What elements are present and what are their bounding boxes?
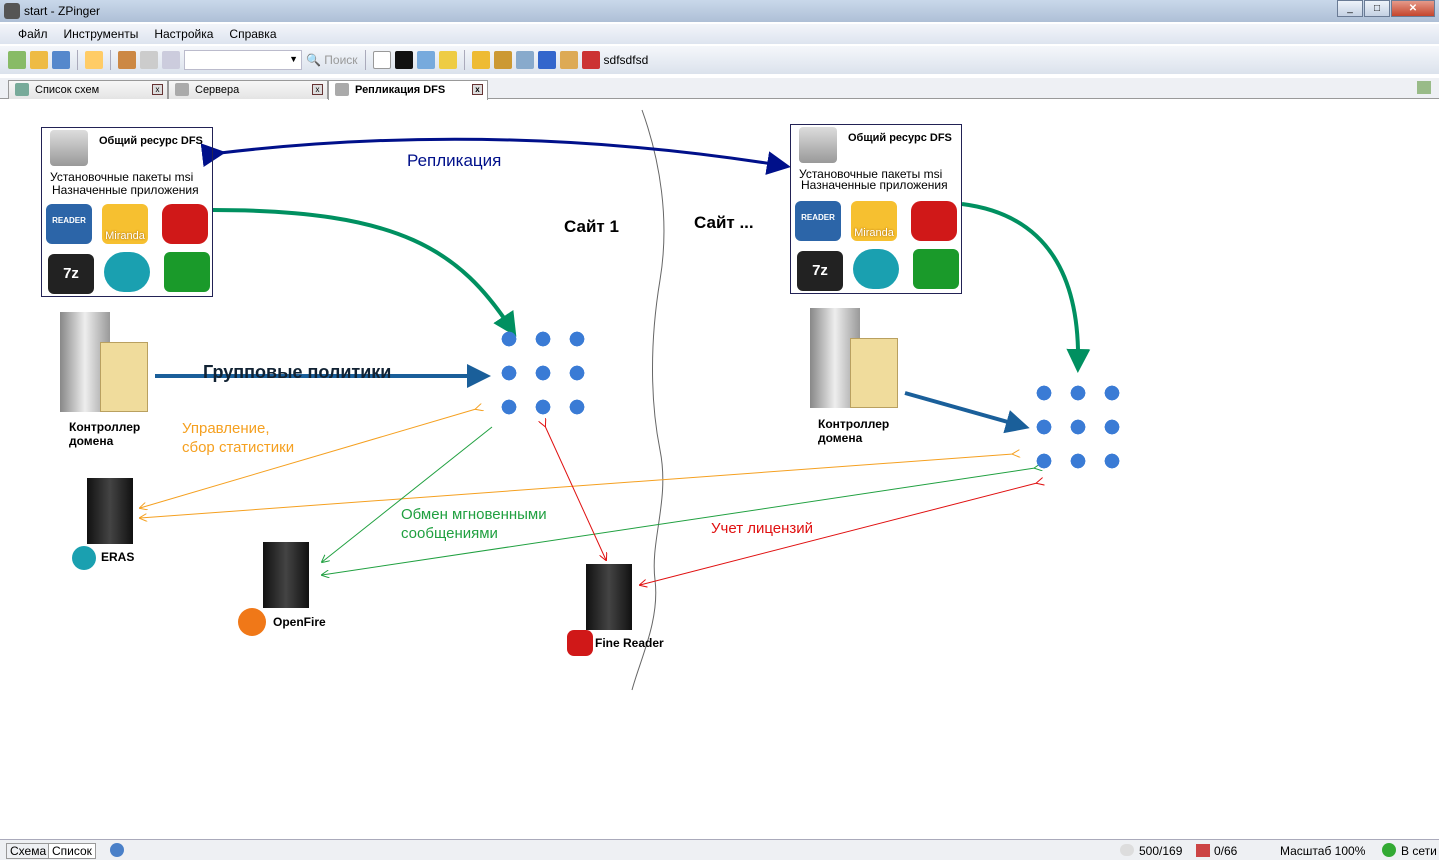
close-button[interactable]: ✕ bbox=[1391, 0, 1435, 17]
info-icon[interactable] bbox=[110, 843, 124, 857]
title-bar: start - ZPinger _ □ ✕ bbox=[0, 0, 1439, 22]
folder-icon bbox=[100, 342, 148, 412]
foxit-reader-icon: READER bbox=[795, 201, 841, 241]
open-icon[interactable] bbox=[30, 51, 48, 69]
save-icon[interactable] bbox=[52, 51, 70, 69]
report-icon[interactable] bbox=[559, 51, 578, 69]
panel-icon[interactable] bbox=[471, 51, 490, 69]
network-icon[interactable] bbox=[162, 51, 180, 69]
dfs-share-box-1[interactable]: Общий ресурс DFS Установочные пакеты msi… bbox=[41, 127, 213, 297]
document-icon[interactable] bbox=[372, 51, 391, 69]
eye-icon bbox=[913, 249, 959, 289]
eset-icon bbox=[104, 252, 150, 292]
finereader-server[interactable] bbox=[586, 564, 632, 630]
deploy-arrow-1 bbox=[212, 208, 517, 337]
new-scheme-icon[interactable] bbox=[8, 51, 26, 69]
extra-label[interactable]: sdfsdfsd bbox=[603, 53, 649, 67]
find-icon[interactable] bbox=[416, 51, 435, 69]
deploy-arrow-2 bbox=[961, 202, 1091, 373]
online-icon bbox=[1382, 843, 1396, 857]
share-icon bbox=[50, 130, 88, 166]
replication-arrow bbox=[200, 137, 791, 175]
eras-server[interactable] bbox=[87, 478, 133, 544]
foxit-reader-icon: READER bbox=[46, 204, 92, 244]
workstations-site2[interactable] bbox=[1027, 376, 1131, 476]
online-status: В сети bbox=[1401, 844, 1437, 858]
openfire-server[interactable] bbox=[263, 542, 309, 608]
finereader-icon bbox=[567, 630, 593, 656]
7zip-icon: 7z bbox=[48, 254, 94, 294]
nodes-count: 0/66 bbox=[1214, 844, 1238, 858]
replication-label: Репликация bbox=[407, 151, 502, 170]
scheme-combo[interactable] bbox=[184, 50, 302, 70]
status-bar: Схема Список 500/169 0/66 Масштаб 100% В… bbox=[0, 839, 1439, 860]
nodes-icon bbox=[1196, 844, 1210, 857]
policy-arrow-2 bbox=[904, 391, 1030, 434]
database-icon[interactable] bbox=[140, 51, 158, 69]
folder-icon bbox=[850, 338, 898, 408]
mouse-coords: 500/169 bbox=[1139, 844, 1183, 858]
minimize-button[interactable]: _ bbox=[1337, 0, 1363, 17]
diagram-connections bbox=[0, 109, 1091, 691]
domain-controller-2[interactable] bbox=[810, 308, 900, 410]
eset-icon bbox=[853, 249, 899, 289]
site1-label: Сайт 1 bbox=[564, 217, 619, 236]
share-icon bbox=[799, 127, 837, 163]
scheme-list-icon bbox=[15, 83, 29, 96]
workstations-site1[interactable] bbox=[492, 322, 596, 422]
menu-settings[interactable]: Настройка bbox=[154, 27, 214, 41]
tab-list[interactable]: Список bbox=[48, 843, 96, 859]
dfs-share-box-2[interactable]: Общий ресурс DFS Установочные пакеты msi… bbox=[790, 124, 962, 294]
toolbox-icon[interactable] bbox=[581, 51, 600, 69]
buildings-icon[interactable] bbox=[537, 51, 556, 69]
menu-tools[interactable]: Инструменты bbox=[63, 27, 139, 41]
domain-controller-1[interactable] bbox=[60, 312, 150, 414]
tree-icon[interactable] bbox=[515, 51, 534, 69]
search-button[interactable]: 🔍 Поиск bbox=[306, 53, 358, 67]
openfire-icon bbox=[238, 608, 266, 636]
site2-label: Сайт ... bbox=[694, 213, 754, 232]
zoom-level: Масштаб 100% bbox=[1280, 844, 1366, 858]
trophy-icon[interactable] bbox=[493, 51, 512, 69]
license-arrow bbox=[545, 426, 606, 560]
menu-help[interactable]: Справка bbox=[229, 27, 277, 41]
menu-bar: Файл Инструменты Настройка Справка bbox=[0, 24, 1439, 44]
miranda-icon: Miranda bbox=[102, 204, 148, 244]
eye-icon bbox=[164, 252, 210, 292]
miranda-icon: Miranda bbox=[851, 201, 897, 241]
clip-icon bbox=[175, 83, 189, 96]
management-arrow-2 bbox=[140, 454, 1013, 518]
app-icon bbox=[4, 3, 20, 19]
maximize-button[interactable]: □ bbox=[1364, 0, 1390, 17]
close-tab-icon[interactable]: x bbox=[312, 84, 323, 95]
close-tab-icon[interactable]: x bbox=[472, 84, 483, 95]
close-tab-icon[interactable]: x bbox=[152, 84, 163, 95]
layers-icon[interactable] bbox=[118, 51, 136, 69]
clip-icon bbox=[335, 83, 349, 96]
7zip-icon: 7z bbox=[797, 251, 843, 291]
window-title: start - ZPinger bbox=[24, 4, 101, 18]
diagram-canvas[interactable]: Общий ресурс DFS Установочные пакеты msi… bbox=[0, 100, 1439, 838]
menu-file[interactable]: Файл bbox=[18, 27, 48, 41]
license-arrow-2 bbox=[640, 483, 1037, 585]
warning-icon[interactable] bbox=[438, 51, 457, 69]
site-boundary bbox=[631, 109, 665, 691]
toolbar: 🔍 Поиск sdfsdfsd bbox=[0, 46, 1439, 74]
eset-icon bbox=[72, 546, 96, 570]
console-icon[interactable] bbox=[394, 51, 413, 69]
group-policies-label: Групповые политики bbox=[203, 362, 392, 382]
tab-list-icon[interactable] bbox=[1417, 81, 1431, 94]
finereader-icon bbox=[162, 204, 208, 244]
tab-scheme[interactable]: Схема bbox=[6, 843, 51, 859]
mouse-icon bbox=[1120, 844, 1134, 856]
finereader-icon bbox=[911, 201, 957, 241]
pencil-icon[interactable] bbox=[85, 51, 103, 69]
